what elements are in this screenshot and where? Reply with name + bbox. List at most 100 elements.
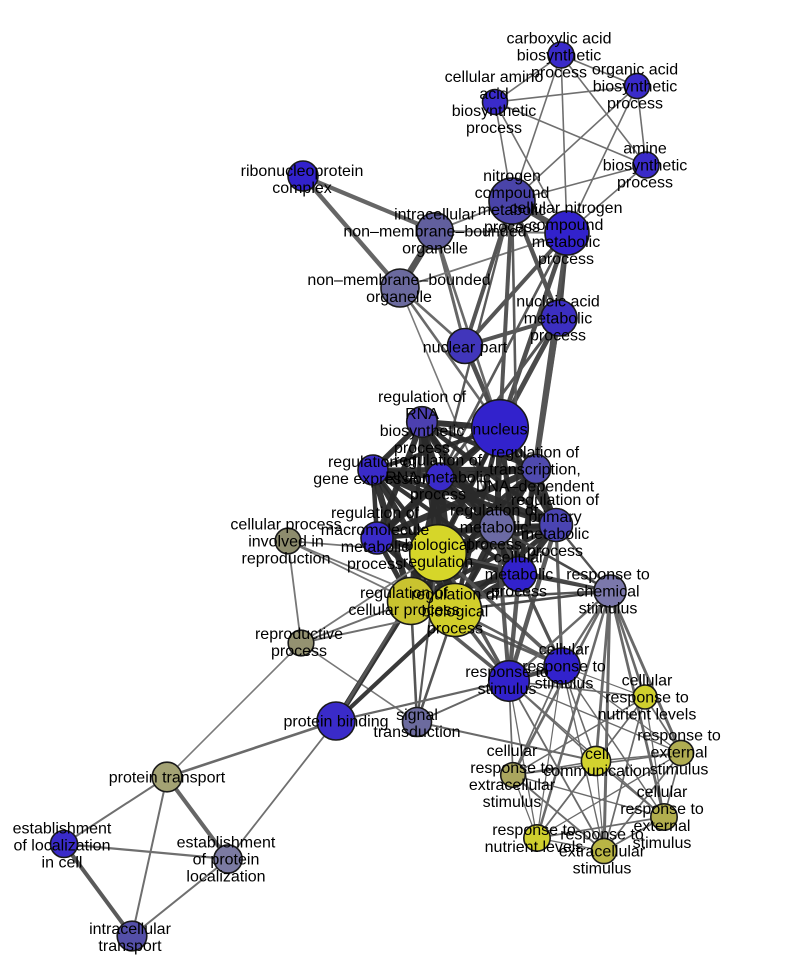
svg-text:reproductive: reproductive (255, 626, 343, 643)
svg-text:nuclear part: nuclear part (423, 340, 508, 357)
svg-text:process: process (466, 537, 522, 554)
svg-text:response to: response to (470, 760, 554, 777)
svg-text:biological: biological (422, 604, 489, 621)
svg-text:of localization: of localization (14, 838, 111, 855)
svg-text:complex: complex (272, 180, 332, 197)
svg-text:process: process (394, 440, 450, 457)
svg-text:protein transport: protein transport (109, 770, 226, 787)
svg-text:cellular: cellular (622, 673, 673, 690)
svg-text:response to: response to (566, 567, 650, 584)
svg-text:regulation of: regulation of (450, 503, 539, 520)
svg-text:RNA metabolic: RNA metabolic (385, 470, 491, 487)
svg-text:extracellular: extracellular (469, 777, 556, 794)
svg-text:response to: response to (605, 690, 689, 707)
svg-text:in cell: in cell (42, 855, 83, 872)
svg-text:organelle: organelle (402, 241, 468, 258)
svg-text:cellular process: cellular process (230, 517, 341, 534)
svg-text:stimulus: stimulus (633, 835, 692, 852)
svg-text:process: process (484, 219, 540, 236)
svg-text:biosynthetic: biosynthetic (603, 158, 688, 175)
svg-text:metabolic: metabolic (485, 567, 553, 584)
svg-text:regulation of: regulation of (511, 492, 600, 509)
svg-text:response to: response to (522, 659, 606, 676)
svg-text:metabolic: metabolic (521, 526, 589, 543)
svg-text:cellular process: cellular process (348, 602, 459, 619)
svg-text:regulation of: regulation of (394, 453, 483, 470)
svg-text:stimulus: stimulus (535, 676, 594, 693)
svg-text:process: process (531, 65, 587, 82)
svg-text:DNA–dependent: DNA–dependent (476, 479, 595, 496)
svg-text:transcription,: transcription, (489, 462, 581, 479)
svg-text:nutrient levels: nutrient levels (598, 707, 697, 724)
svg-text:process: process (491, 584, 547, 601)
svg-text:metabolic: metabolic (341, 539, 409, 556)
svg-text:metabolic: metabolic (460, 520, 528, 537)
svg-text:metabolic: metabolic (478, 202, 546, 219)
svg-text:metabolic: metabolic (532, 234, 600, 251)
svg-text:protein binding: protein binding (284, 714, 389, 731)
svg-text:primary: primary (528, 509, 581, 526)
svg-text:cellular: cellular (494, 550, 545, 567)
svg-text:process: process (527, 543, 583, 560)
svg-text:nitrogen: nitrogen (483, 168, 541, 185)
svg-text:cellular: cellular (539, 642, 590, 659)
svg-text:regulation of: regulation of (378, 389, 467, 406)
svg-text:external: external (651, 745, 708, 762)
svg-text:stimulus: stimulus (579, 601, 638, 618)
svg-text:external: external (634, 818, 691, 835)
svg-text:localization: localization (186, 869, 265, 886)
svg-text:intracellular: intracellular (89, 921, 171, 938)
svg-text:stimulus: stimulus (573, 861, 632, 878)
svg-text:RNA: RNA (405, 406, 439, 423)
svg-text:response to: response to (492, 822, 576, 839)
svg-text:stimulus: stimulus (478, 681, 537, 698)
svg-text:response to: response to (637, 728, 721, 745)
svg-text:biosynthetic: biosynthetic (593, 79, 678, 96)
svg-text:biosynthetic: biosynthetic (452, 103, 537, 120)
svg-text:compound: compound (529, 217, 604, 234)
svg-text:process: process (271, 643, 327, 660)
svg-text:nutrient levels: nutrient levels (485, 839, 584, 856)
svg-text:transport: transport (98, 938, 162, 955)
svg-text:amine: amine (623, 141, 667, 158)
svg-text:regulation of: regulation of (331, 505, 420, 522)
svg-text:response to: response to (560, 827, 644, 844)
svg-text:process: process (607, 96, 663, 113)
svg-text:cell: cell (585, 746, 609, 763)
svg-text:cellular: cellular (487, 743, 538, 760)
svg-text:process: process (538, 251, 594, 268)
svg-text:nucleic acid: nucleic acid (516, 294, 600, 311)
svg-text:response to: response to (465, 664, 549, 681)
svg-text:regulation: regulation (403, 554, 473, 571)
svg-text:process: process (617, 175, 673, 192)
svg-text:involved in: involved in (248, 534, 324, 551)
svg-text:signal: signal (396, 707, 438, 724)
svg-text:process: process (410, 487, 466, 504)
svg-text:ribonucleoprotein: ribonucleoprotein (241, 163, 364, 180)
svg-text:of protein: of protein (193, 852, 260, 869)
svg-text:gene expression: gene expression (313, 471, 430, 488)
svg-text:biosynthetic: biosynthetic (517, 48, 602, 65)
svg-text:regulation of: regulation of (411, 587, 500, 604)
svg-text:chemical: chemical (576, 584, 639, 601)
svg-text:cellular amino: cellular amino (445, 69, 544, 86)
svg-text:macromolecule: macromolecule (321, 522, 430, 539)
svg-text:reproduction: reproduction (242, 551, 331, 568)
svg-text:transduction: transduction (373, 724, 460, 741)
svg-text:organelle: organelle (366, 289, 432, 306)
svg-text:compound: compound (475, 185, 550, 202)
svg-text:cellular nitrogen: cellular nitrogen (510, 200, 623, 217)
svg-text:process: process (347, 556, 403, 573)
svg-text:regulation of: regulation of (491, 445, 580, 462)
svg-text:acid: acid (479, 86, 508, 103)
svg-text:intracellular: intracellular (394, 207, 476, 224)
svg-text:biosynthetic: biosynthetic (380, 423, 465, 440)
svg-text:regulation of: regulation of (328, 454, 417, 471)
svg-text:carboxylic acid: carboxylic acid (507, 31, 612, 48)
svg-text:metabolic: metabolic (524, 311, 592, 328)
svg-text:nucleus: nucleus (472, 422, 527, 439)
svg-text:establishment: establishment (177, 835, 276, 852)
svg-text:response to: response to (620, 801, 704, 818)
svg-text:non–membrane–bounded: non–membrane–bounded (343, 224, 526, 241)
svg-text:establishment: establishment (13, 821, 112, 838)
